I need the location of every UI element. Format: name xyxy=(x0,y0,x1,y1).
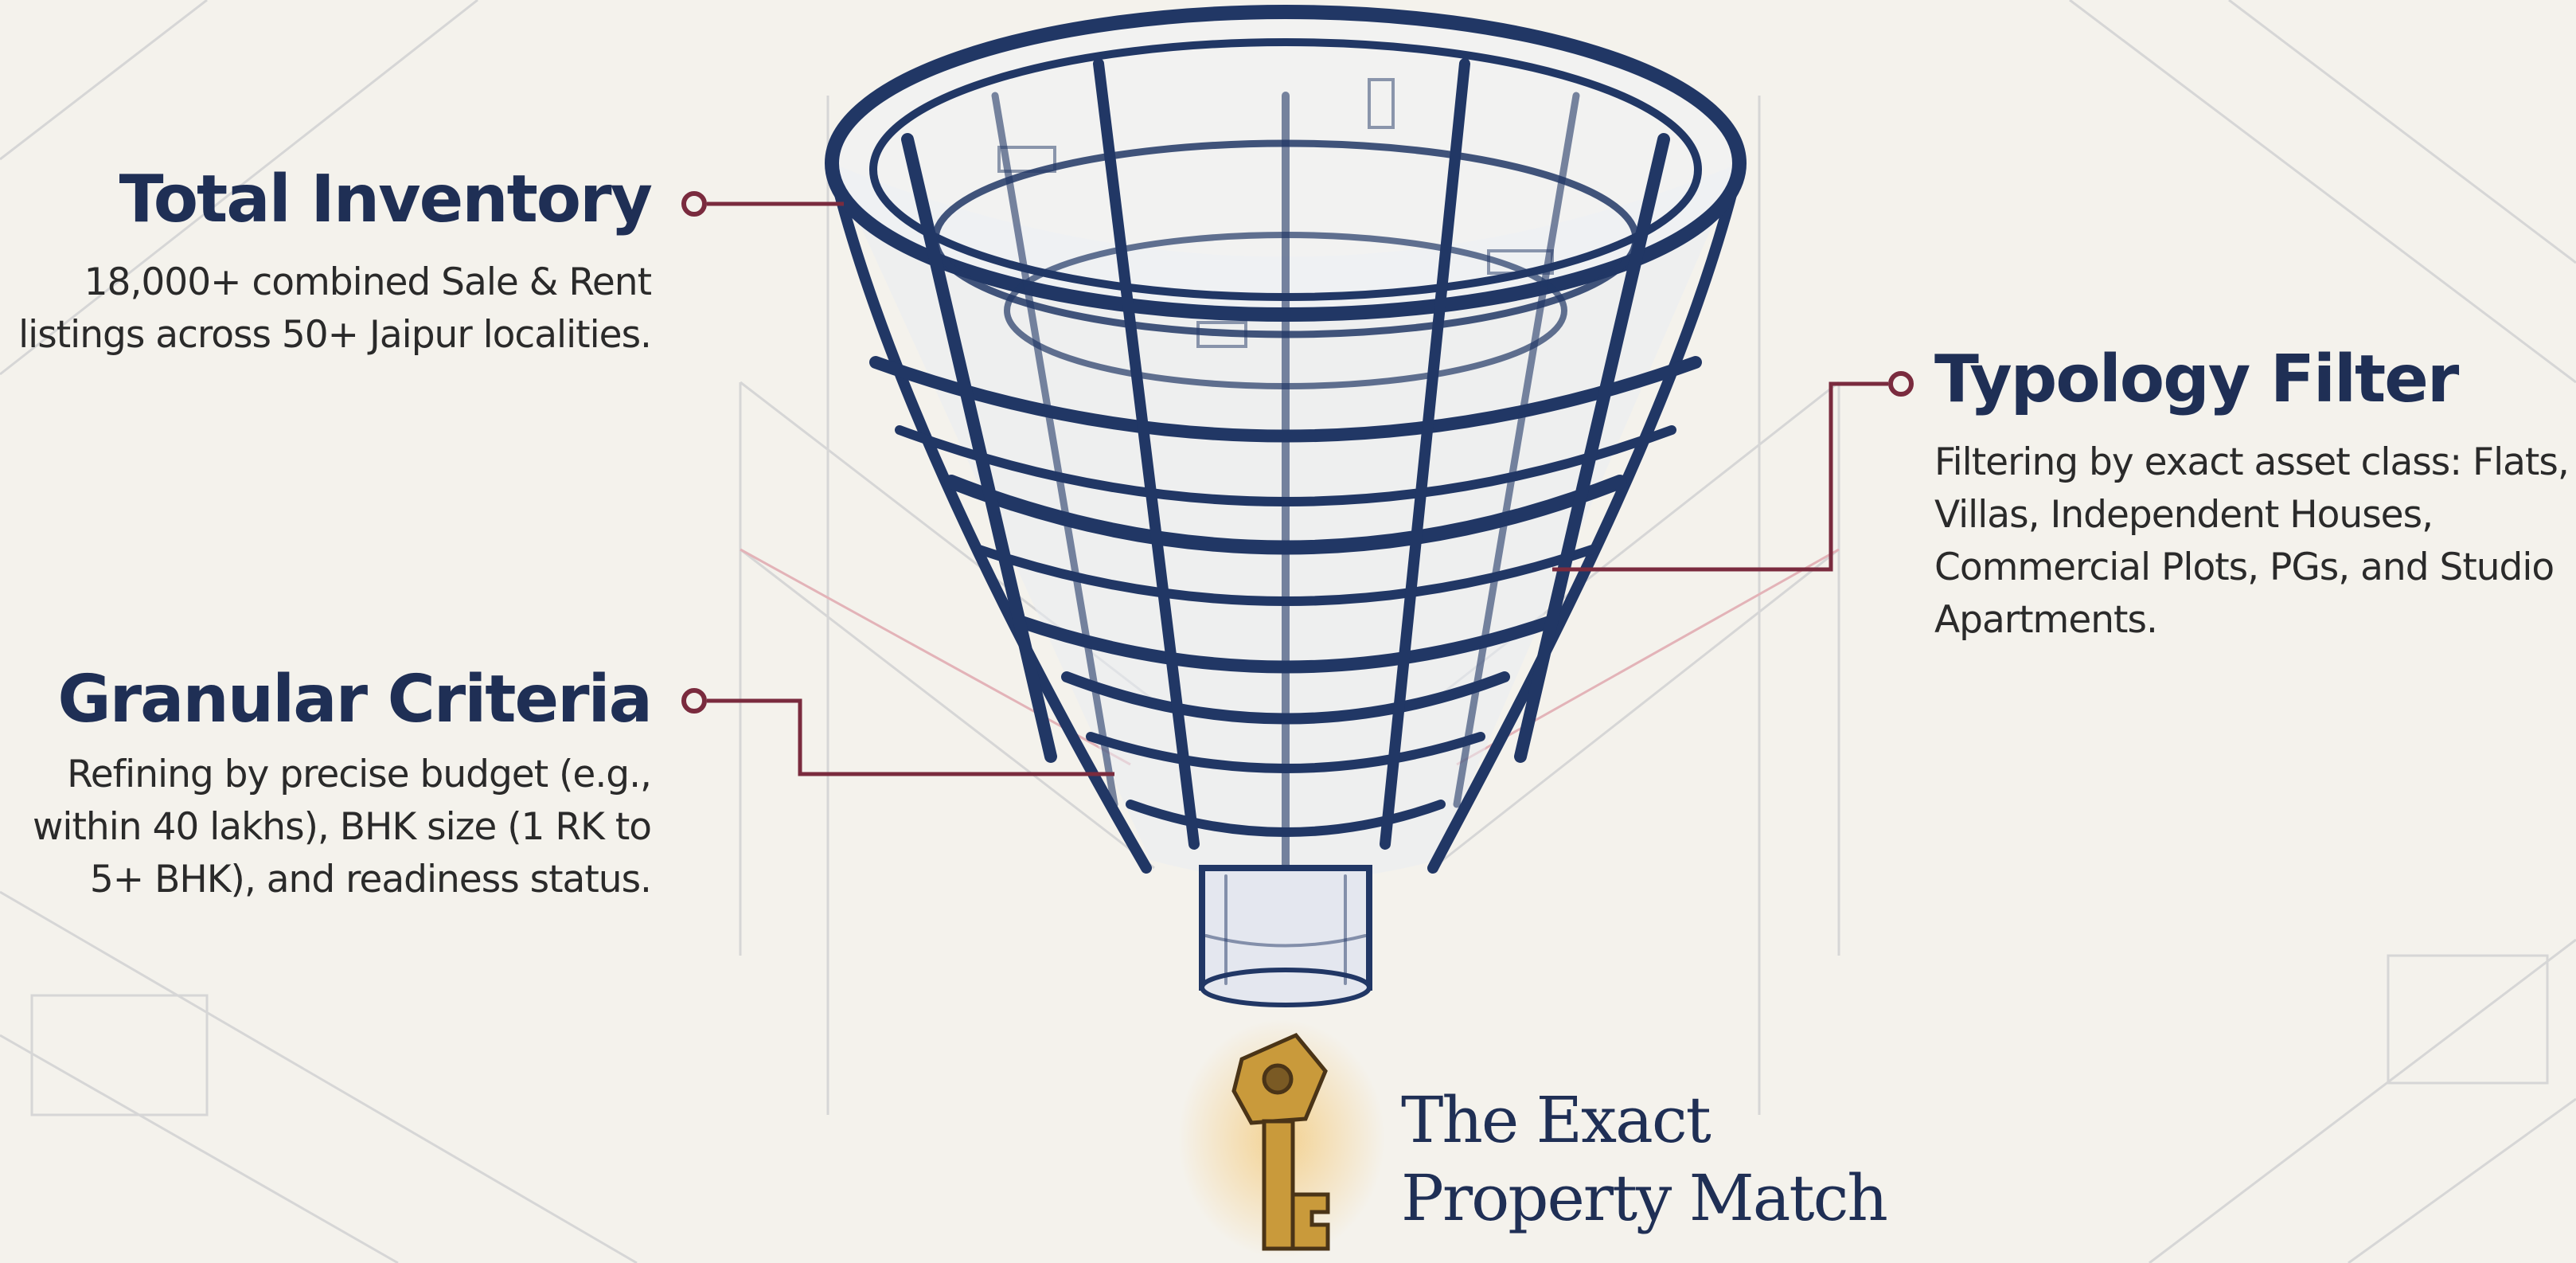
result-label-line-2: Property Match xyxy=(1401,1159,1887,1238)
total-inventory-description: 18,000+ combined Sale & Rent listings ac… xyxy=(0,256,651,362)
key-icon xyxy=(1178,1019,1385,1258)
dot-granular-criteria xyxy=(684,690,704,711)
granular-criteria-description: Refining by precise budget (e.g., within… xyxy=(0,749,651,906)
result-label-line-1: The Exact xyxy=(1401,1081,1887,1159)
granular-criteria-heading: Granular Criteria xyxy=(57,667,651,733)
result-label: The Exact Property Match xyxy=(1401,1081,1887,1238)
dot-total-inventory xyxy=(684,194,704,214)
typology-filter-heading: Typology Filter xyxy=(1934,347,2457,413)
funnel-icon xyxy=(832,12,1739,1005)
dot-typology-filter xyxy=(1891,373,1911,394)
total-inventory-heading: Total Inventory xyxy=(119,167,651,233)
typology-filter-description: Filtering by exact asset class: Flats, V… xyxy=(1934,436,2571,647)
